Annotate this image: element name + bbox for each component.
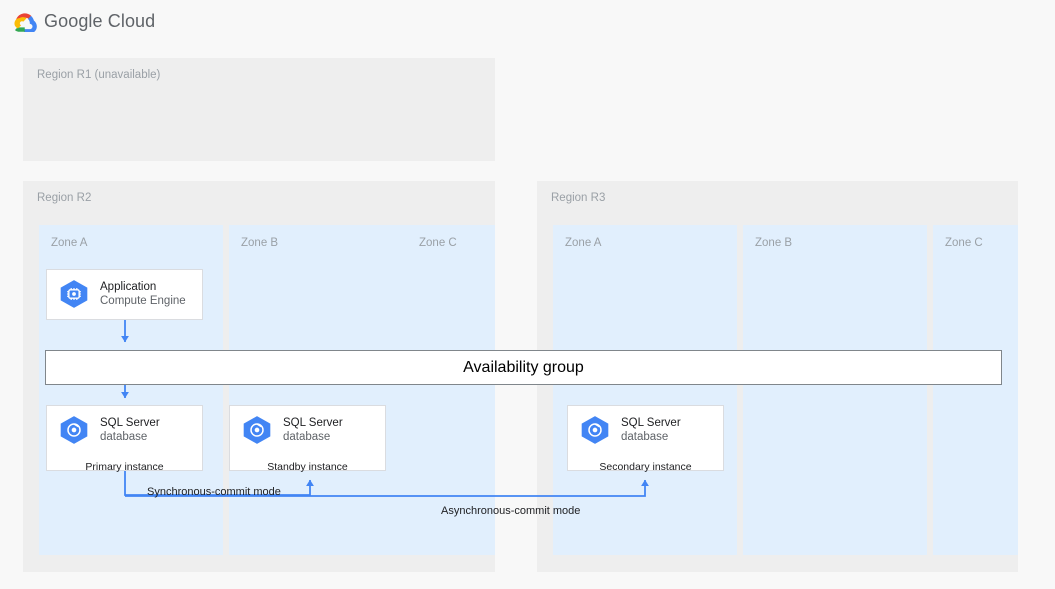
region-r1-label: Region R1 (unavailable) (37, 69, 161, 81)
zone-label: Zone C (945, 237, 983, 249)
card-text: SQL Server database (621, 416, 681, 444)
card-header: SQL Server database (47, 406, 202, 454)
card-header: SQL Server database (568, 406, 723, 454)
compute-engine-hexagon-icon (60, 280, 88, 308)
card-text: SQL Server database (100, 416, 160, 444)
region-r2-zone-c: Zone C (407, 225, 495, 555)
sql-server-database-hexagon-icon (581, 416, 609, 444)
availability-group-label: Availability group (463, 358, 584, 376)
region-r3-zone-a: Zone A (553, 225, 737, 555)
card-title: Application (100, 280, 157, 293)
connector-primary-to-standby (124, 471, 314, 496)
card-subtitle: database (283, 431, 331, 443)
card-footer-label: Standby instance (267, 461, 348, 473)
card-title: SQL Server (621, 416, 681, 429)
sql-server-database-hexagon-icon (243, 416, 271, 444)
zone-label: Zone A (565, 237, 602, 249)
card-sql-server-standby[interactable]: SQL Server database Standby instance (229, 405, 386, 473)
card-subtitle: Compute Engine (100, 295, 186, 307)
availability-group-bar[interactable]: Availability group (45, 350, 1002, 385)
connector-primary-to-secondary (125, 479, 649, 497)
card-subtitle: database (100, 431, 148, 443)
card-sql-server-secondary[interactable]: SQL Server database Secondary instance (567, 405, 724, 473)
card-text: SQL Server database (283, 416, 343, 444)
region-r2-zone-b: Zone B (229, 225, 413, 555)
region-r2-label: Region R2 (37, 192, 92, 204)
card-header: Application Compute Engine (47, 270, 202, 318)
zone-label: Zone B (241, 237, 279, 249)
region-r1: Region R1 (unavailable) (23, 58, 495, 161)
card-subtitle: database (621, 431, 669, 443)
card-title: SQL Server (100, 416, 160, 429)
card-sql-server-primary[interactable]: SQL Server database Primary instance (46, 405, 203, 473)
card-title: SQL Server (283, 416, 343, 429)
card-application[interactable]: Application Compute Engine (46, 269, 203, 320)
zone-label: Zone C (419, 237, 457, 249)
card-text: Application Compute Engine (100, 280, 186, 308)
card-footer-label: Secondary instance (599, 461, 692, 473)
product-name: Google Cloud (44, 11, 156, 31)
zone-label: Zone A (51, 237, 88, 249)
card-header: SQL Server database (230, 406, 385, 454)
sql-server-database-hexagon-icon (60, 416, 88, 444)
google-cloud-logo-icon (14, 13, 37, 32)
zone-label: Zone B (755, 237, 793, 249)
region-r3-zone-c: Zone C (933, 225, 1018, 555)
edge-label-synchronous-commit: Synchronous-commit mode (147, 486, 281, 498)
edge-label-asynchronous-commit: Asynchronous-commit mode (441, 505, 581, 517)
region-r3-zone-b: Zone B (743, 225, 927, 555)
card-footer-label: Primary instance (85, 461, 164, 473)
region-r3-label: Region R3 (551, 192, 606, 204)
page-header: Google Cloud (0, 0, 1055, 44)
